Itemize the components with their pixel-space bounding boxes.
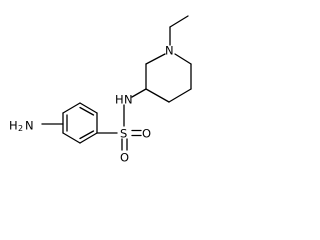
amine-nitrogen-label: N <box>25 119 34 133</box>
ring-bond <box>174 53 192 65</box>
amine-hydrogen-count: 2 <box>18 124 23 133</box>
amine-hydrogen-label: H <box>9 119 18 133</box>
oxygen-bottom-label: O <box>120 151 129 165</box>
sulfur-label: S <box>120 127 127 141</box>
structure-diagram: H 2 N S O O N H N <box>9 15 192 165</box>
ethyl-bond <box>169 15 189 28</box>
piperidine-ring <box>145 53 192 103</box>
ring-bond <box>79 132 98 144</box>
benzene-ring <box>62 102 98 144</box>
ring-bond <box>62 102 81 114</box>
ring-bond <box>168 88 192 103</box>
nitrogen-ring-bond <box>131 88 147 98</box>
ring-bond <box>145 53 166 65</box>
oxygen-right-label: O <box>142 127 151 141</box>
ring-bond <box>62 132 81 144</box>
ring-bond <box>79 102 98 114</box>
ring-double-bond <box>79 106 95 116</box>
ring-bond <box>145 88 170 103</box>
piperidine-nitrogen-label: N <box>165 44 174 58</box>
sulfonamide-hydrogen-label: H <box>115 93 124 107</box>
sulfonamide-nitrogen-label: N <box>124 93 133 107</box>
ring-double-bond <box>79 130 95 140</box>
